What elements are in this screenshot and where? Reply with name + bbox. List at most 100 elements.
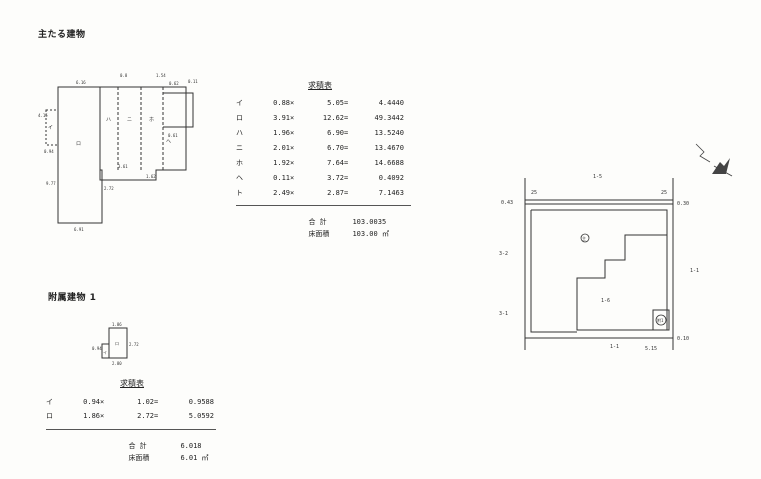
- main-calc-cell-b: 6.70: [327, 144, 344, 152]
- main-calc-row: ニ 2.01× 6.70= 13.4670: [236, 143, 411, 158]
- site-annex-mark: 附1: [657, 317, 664, 323]
- dim-left-step: 0.94: [44, 149, 54, 154]
- site-north-lot: 1-5: [593, 174, 602, 180]
- main-calc-cell-a: 2.01: [273, 144, 290, 152]
- site-d-right-bottom: 0.10: [677, 336, 689, 342]
- dim-m2: 1.62: [146, 174, 156, 179]
- annex-calc-cell-eq: =: [154, 398, 159, 406]
- main-calc-cell-a: 0.11: [273, 174, 290, 182]
- main-calc-cell-a: 2.49: [273, 189, 290, 197]
- dim-bottom: 6.91: [74, 227, 84, 232]
- dim-c2: 1.54: [156, 73, 166, 78]
- main-calc-cell-eq: =: [344, 159, 349, 167]
- main-calc-cell-eq: =: [344, 114, 349, 122]
- annex-calc-table-title: 求積表: [120, 379, 144, 388]
- main-calc-cell-op: ×: [290, 174, 295, 182]
- site-top-right-small: 25: [661, 190, 667, 196]
- site-plan: 1-5 3-2 3-1 1-1 1-6 1-1 0.43 0.30 0.10 5…: [499, 174, 699, 352]
- main-calc-cell-a: 1.96: [273, 129, 290, 137]
- dim-c1: 0.8: [120, 73, 128, 78]
- main-calc-cell-eq: =: [344, 174, 349, 182]
- site-d-left-top: 0.43: [501, 200, 513, 206]
- main-calc-row: ロ 3.91× 12.62= 49.3442: [236, 113, 411, 128]
- room-label-i: イ: [48, 125, 53, 131]
- annex-floor-value: 6.01 ㎡: [180, 454, 209, 462]
- dim-r3: 0.61: [168, 133, 178, 138]
- main-calc-cell-r: 13.5240: [374, 129, 404, 137]
- main-floor-label: 床面積: [308, 230, 330, 238]
- main-calc-cell-r: 0.4092: [378, 174, 404, 182]
- site-top-left-small: 25: [531, 190, 537, 196]
- main-calc-cell-r: 49.3442: [374, 114, 404, 122]
- site-right-lot: 1-1: [690, 268, 699, 274]
- annex-calc-cell-mark: イ: [46, 398, 53, 406]
- main-calc-cell-op: ×: [290, 189, 295, 197]
- main-calc-rule: [236, 205, 411, 206]
- main-calc-cell-r: 4.4440: [378, 99, 404, 107]
- annex-calc-rule: [46, 429, 216, 430]
- main-calc-cell-b: 12.62: [322, 114, 344, 122]
- main-calc-cell-a: 0.88: [273, 99, 290, 107]
- main-calc-cell-mark: ロ: [236, 114, 243, 122]
- main-calc-cell-mark: ト: [236, 189, 243, 197]
- dim-mid-v: 2.72: [104, 186, 114, 191]
- annex-calc-cell-op: ×: [100, 398, 105, 406]
- site-main-mark: 主: [582, 235, 586, 241]
- main-calc-cell-a: 3.91: [273, 114, 290, 122]
- annex-dim-right: 2.72: [129, 342, 139, 347]
- annex-total-value: 6.018: [180, 442, 202, 450]
- annex-dim-bottom: 2.80: [112, 361, 122, 366]
- site-d-bottom: 5.15: [645, 346, 657, 352]
- main-calc-cell-op: ×: [290, 114, 295, 122]
- main-calc-cell-r: 14.6688: [374, 159, 404, 167]
- main-floor-row: 床面積 103.00 ㎡: [300, 221, 389, 239]
- main-calc-row: ト 2.49× 2.87= 7.1463: [236, 188, 411, 203]
- annex-dim-left: 0.94: [92, 346, 102, 351]
- main-calc-cell-op: ×: [290, 159, 295, 167]
- annex-calc-cell-op: ×: [100, 412, 105, 420]
- site-inner-lot: 1-6: [601, 298, 610, 304]
- main-calc-cell-op: ×: [290, 129, 295, 137]
- dim-m1: 3.61: [118, 164, 128, 169]
- main-calc-cell-b: 7.64: [327, 159, 344, 167]
- main-calc-cell-op: ×: [290, 144, 295, 152]
- annex-floor-row: 床面積 6.01 ㎡: [120, 445, 209, 463]
- main-calc-cell-eq: =: [344, 189, 349, 197]
- dim-left-v: 9.77: [46, 181, 56, 186]
- site-left-top-lot: 3-2: [499, 251, 508, 257]
- dim-top: 6.16: [76, 80, 86, 85]
- main-calc-cell-mark: イ: [236, 99, 243, 107]
- annex-calc-cell-a: 1.86: [83, 412, 100, 420]
- main-calc-cell-mark: ハ: [236, 129, 243, 137]
- annex-room-label-ro: ロ: [115, 341, 119, 346]
- main-calc-cell-mark: ニ: [236, 144, 243, 152]
- room-label-ni: ニ: [127, 117, 132, 123]
- main-calc-cell-mark: ヘ: [236, 174, 243, 182]
- main-calc-cell-r: 7.1463: [378, 189, 404, 197]
- main-floor-value: 103.00 ㎡: [352, 230, 389, 238]
- main-total-label: 合 計: [308, 218, 327, 226]
- main-calc-cell-b: 2.87: [327, 189, 344, 197]
- dim-r2: 0.11: [188, 79, 198, 84]
- annex-floor-label: 床面積: [128, 454, 150, 462]
- main-calc-cell-b: 5.05: [327, 99, 344, 107]
- main-calc-cell-r: 13.4670: [374, 144, 404, 152]
- main-calc-cell-eq: =: [344, 99, 349, 107]
- main-building-heading: 主たる建物: [38, 30, 86, 40]
- annex-calc-cell-b: 1.02: [137, 398, 154, 406]
- room-label-ho: ホ: [149, 117, 154, 123]
- main-calc-cell-eq: =: [344, 144, 349, 152]
- annex-calc-cell-eq: =: [154, 412, 159, 420]
- main-calc-cell-eq: =: [344, 129, 349, 137]
- annex-room-label-i: イ: [103, 350, 107, 355]
